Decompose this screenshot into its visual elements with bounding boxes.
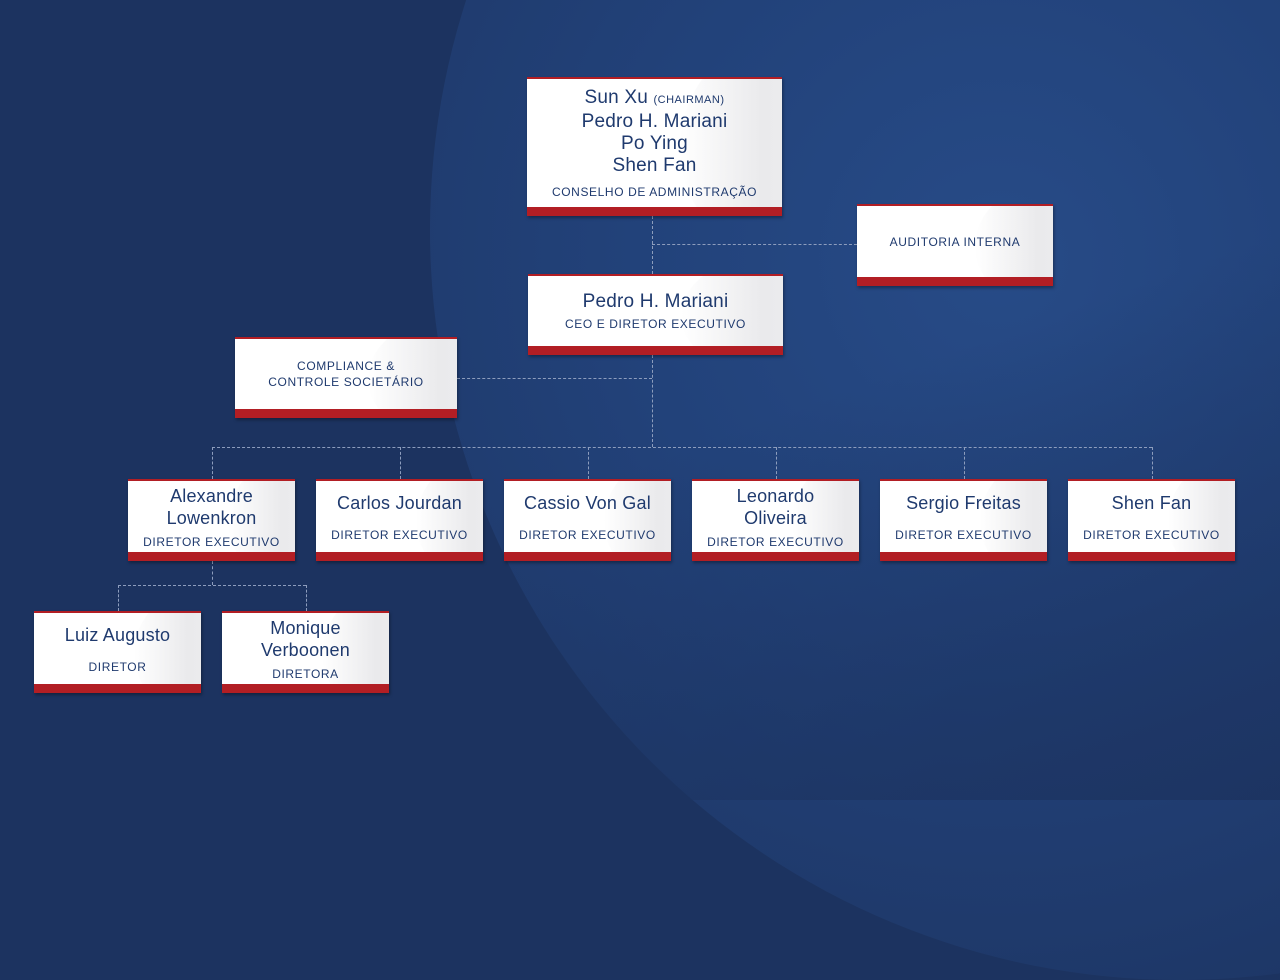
connector-board-ceo: [652, 216, 653, 274]
connector-director-bus: [118, 585, 306, 586]
connector-exec-bus: [212, 447, 1152, 448]
board-role: CONSELHO DE ADMINISTRAÇÃO: [551, 185, 758, 199]
connector-exec-2: [400, 447, 401, 479]
red-band: [222, 684, 389, 693]
director-name-line-2: Verboonen: [261, 639, 350, 660]
executive-name-line-1: Cassio Von Gal: [524, 492, 651, 513]
connector-exec-4: [776, 447, 777, 479]
red-band: [692, 552, 859, 561]
board-member-1: Sun Xu (CHAIRMAN): [552, 87, 757, 111]
red-band: [316, 552, 483, 561]
ceo-role: CEO E DIRETOR EXECUTIVO: [565, 317, 746, 331]
board-member-4: Shen Fan: [612, 155, 697, 176]
director-node-verboonen[interactable]: Monique Verboonen DIRETORA: [222, 611, 389, 693]
executive-node-lowenkron[interactable]: Alexandre Lowenkron DIRETOR EXECUTIVO: [128, 479, 295, 561]
connector-exec-6: [1152, 447, 1153, 479]
director-role: DIRETOR: [88, 659, 147, 674]
red-band: [1068, 552, 1235, 561]
audit-node[interactable]: AUDITORIA INTERNA: [857, 204, 1053, 286]
executive-node-oliveira[interactable]: Leonardo Oliveira DIRETOR EXECUTIVO: [692, 479, 859, 561]
red-band: [857, 277, 1053, 286]
compliance-line-1: COMPLIANCE &: [297, 359, 395, 373]
connector-audit: [652, 244, 857, 245]
executive-role: DIRETOR EXECUTIVO: [519, 527, 656, 542]
connector-compliance: [457, 378, 652, 379]
executive-role: DIRETOR EXECUTIVO: [707, 534, 844, 549]
red-band: [528, 346, 783, 355]
executive-node-shen-fan[interactable]: Shen Fan DIRETOR EXECUTIVO: [1068, 479, 1235, 561]
executive-role: DIRETOR EXECUTIVO: [1083, 527, 1220, 542]
chairman-tag: (CHAIRMAN): [653, 94, 725, 106]
executive-name-line-1: Sergio Freitas: [906, 492, 1021, 513]
ceo-node[interactable]: Pedro H. Mariani CEO E DIRETOR EXECUTIVO: [528, 274, 783, 355]
executive-node-jourdan[interactable]: Carlos Jourdan DIRETOR EXECUTIVO: [316, 479, 483, 561]
red-band: [880, 552, 1047, 561]
executive-role: DIRETOR EXECUTIVO: [143, 534, 280, 549]
red-band: [527, 207, 782, 216]
executive-role: DIRETOR EXECUTIVO: [895, 527, 1032, 542]
compliance-node[interactable]: COMPLIANCE & CONTROLE SOCIETÁRIO: [235, 337, 457, 418]
connector-director-1: [118, 585, 119, 611]
audit-label: AUDITORIA INTERNA: [889, 234, 1021, 249]
board-node[interactable]: Sun Xu (CHAIRMAN) Pedro H. Mariani Po Yi…: [527, 77, 782, 216]
connector-alex-bus: [212, 561, 213, 585]
executive-node-von-gal[interactable]: Cassio Von Gal DIRETOR EXECUTIVO: [504, 479, 671, 561]
connector-exec-3: [588, 447, 589, 479]
connector-exec-1: [212, 447, 213, 479]
executive-name-line-2: Lowenkron: [166, 507, 257, 528]
executive-name-line-1: Leonardo: [736, 485, 815, 506]
executive-name-line-1: Shen Fan: [1111, 492, 1192, 513]
ceo-name: Pedro H. Mariani: [582, 291, 729, 312]
connector-exec-5: [964, 447, 965, 479]
executive-node-freitas[interactable]: Sergio Freitas DIRETOR EXECUTIVO: [880, 479, 1047, 561]
red-band: [235, 409, 457, 418]
executive-role: DIRETOR EXECUTIVO: [331, 527, 468, 542]
connector-director-2: [306, 585, 307, 611]
red-band: [128, 552, 295, 561]
director-name-line-1: Monique: [270, 617, 341, 638]
red-band: [504, 552, 671, 561]
executive-name-line-2: Oliveira: [744, 507, 807, 528]
connector-ceo-bus: [652, 355, 653, 447]
board-member-name: Sun Xu: [584, 87, 649, 108]
board-member-3: Po Ying: [621, 133, 688, 154]
director-role: DIRETORA: [272, 666, 339, 681]
board-member-2: Pedro H. Mariani: [581, 111, 728, 132]
compliance-line-2: CONTROLE SOCIETÁRIO: [268, 375, 424, 389]
director-name-line-1: Luiz Augusto: [64, 624, 171, 645]
executive-name-line-1: Alexandre: [170, 485, 253, 506]
red-band: [34, 684, 201, 693]
director-node-luiz-augusto[interactable]: Luiz Augusto DIRETOR: [34, 611, 201, 693]
executive-name-line-1: Carlos Jourdan: [337, 492, 462, 513]
